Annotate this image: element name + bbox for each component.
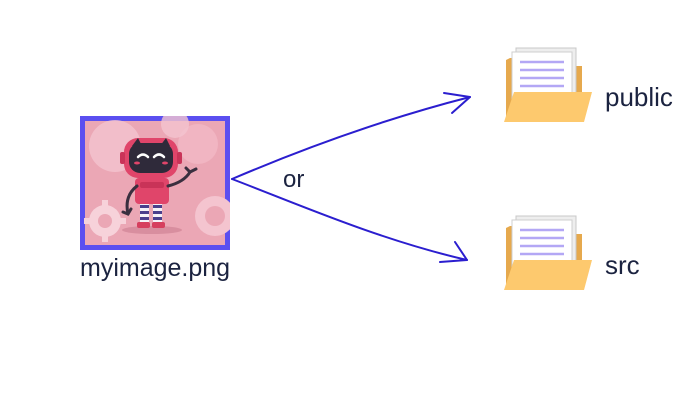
arrow-to-src: [231, 178, 468, 261]
arrowhead-src: [439, 241, 468, 263]
arrow-to-public: [231, 96, 471, 180]
robot-image-thumbnail: [80, 116, 230, 250]
arrowhead-public: [443, 92, 471, 114]
image-filename: myimage.png: [80, 254, 231, 282]
connector-label: or: [283, 166, 305, 193]
folder-label-public: public: [605, 82, 673, 112]
folder-document-icon: [504, 215, 592, 290]
folder-document-icon: [504, 47, 592, 122]
folder-label-src: src: [605, 250, 640, 280]
